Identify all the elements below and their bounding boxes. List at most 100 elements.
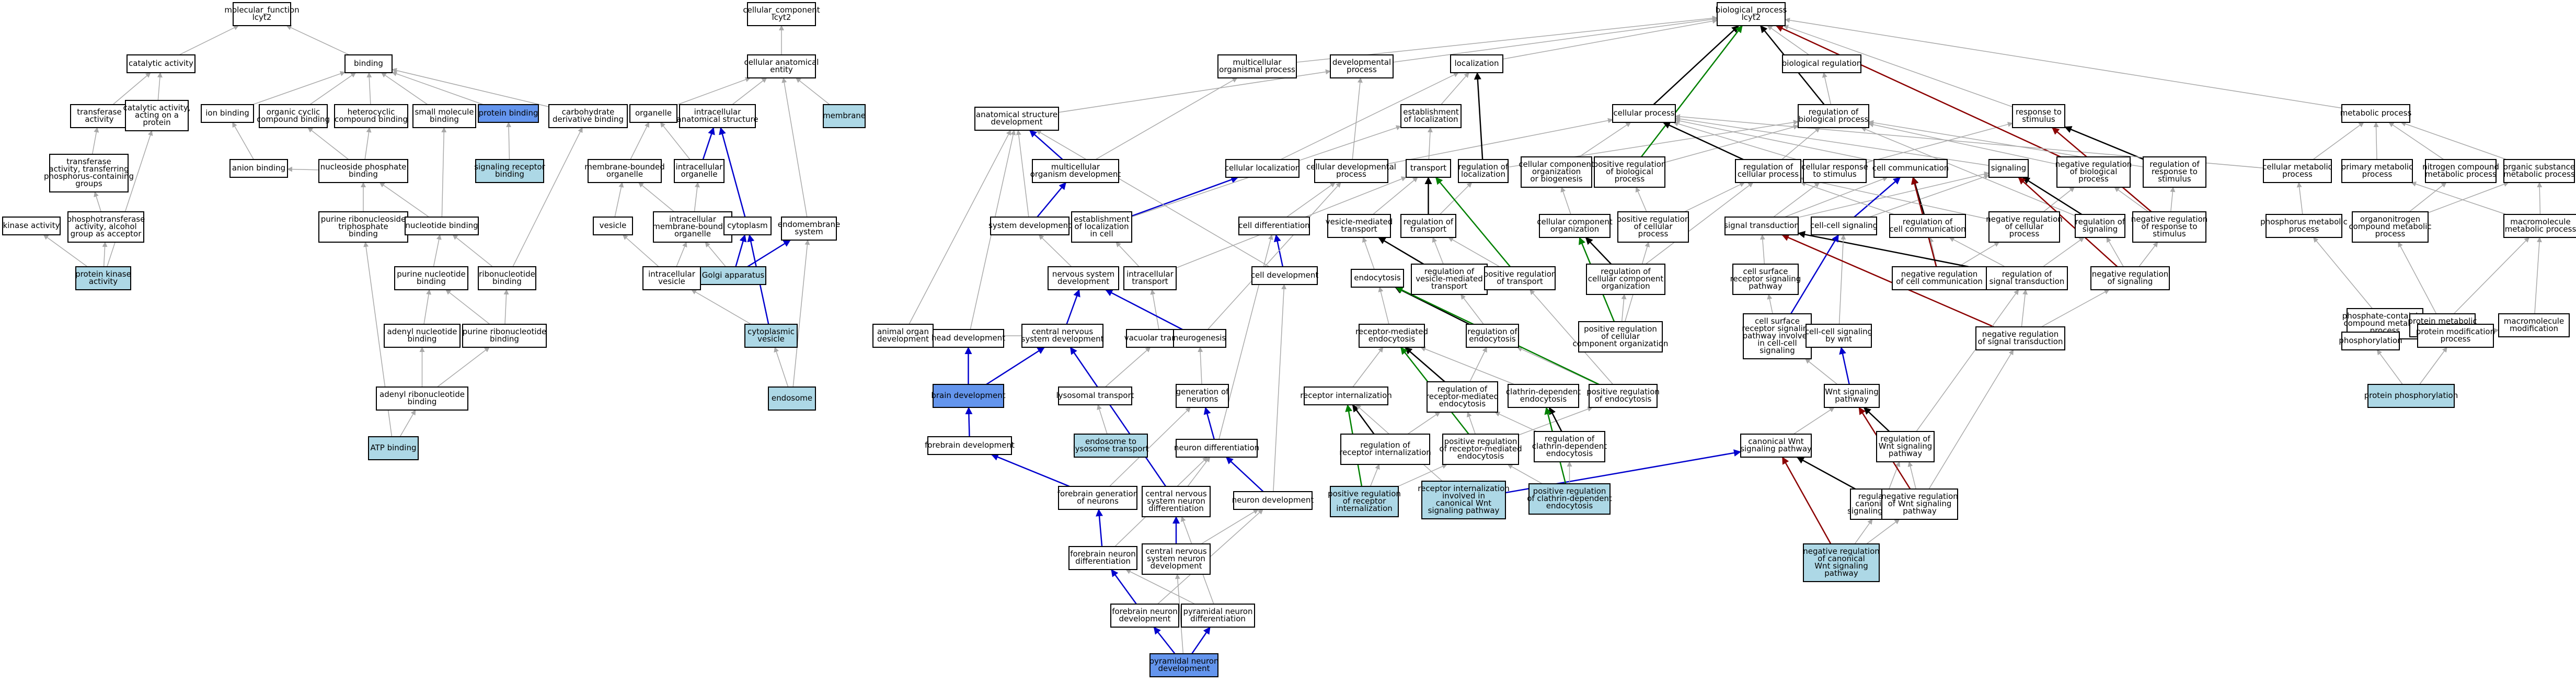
term-node-localization[interactable]: localization (1450, 54, 1503, 73)
term-node-catact[interactable]: catalytic activity (126, 54, 196, 73)
term-node-cellloc[interactable]: cellular localization (1225, 159, 1301, 178)
term-node-membrane[interactable]: membrane (823, 104, 866, 128)
term-node-neurogenesis[interactable]: neurogenesis (1173, 329, 1226, 348)
term-node-sysdev[interactable]: system development (988, 217, 1071, 235)
term-node-phosphorylation[interactable]: phosphorylation (2339, 332, 2402, 350)
term-node-signaling[interactable]: signaling (1988, 159, 2029, 178)
term-node-atp[interactable]: ATP binding (368, 436, 419, 460)
term-node-lysotrans[interactable]: lysosomal transport (1056, 387, 1134, 405)
term-node-cytoplasm[interactable]: cytoplasm (723, 217, 772, 235)
term-node-endosome[interactable]: endosome (768, 387, 816, 411)
term-node-ionbind[interactable]: ion binding (201, 104, 254, 123)
term-node-headdev[interactable]: head development (932, 329, 1005, 348)
term-node-braindev[interactable]: brain development (931, 384, 1006, 408)
term-node-celldev[interactable]: cell development (1251, 266, 1319, 285)
term-node-binding[interactable]: binding (344, 54, 393, 73)
term-node-cellproc[interactable]: cellular process (1612, 104, 1676, 123)
term-node-endocytosis[interactable]: endocytosis (1351, 269, 1404, 288)
term-node-forebrain[interactable]: forebrain development (925, 436, 1015, 455)
term-node-regrecmed[interactable]: regulation ofreceptor-mediatedendocytosi… (1426, 381, 1499, 413)
term-node-transport[interactable]: transport (1406, 159, 1451, 178)
term-node-cellsig[interactable]: cell-cell signaling (1810, 217, 1878, 235)
term-node-regclath[interactable]: regulation ofclathrin-dependentendocytos… (1532, 431, 1607, 462)
term-node-bioreg[interactable]: biological regulation (1782, 54, 1861, 73)
term-node-neurdev[interactable]: neuron development (1232, 491, 1314, 510)
term-node-sigtrans[interactable]: signal transduction (1724, 217, 1799, 235)
term-node-organelle[interactable]: organelle (629, 104, 677, 123)
term-node-protbind[interactable]: protein binding (478, 104, 539, 123)
